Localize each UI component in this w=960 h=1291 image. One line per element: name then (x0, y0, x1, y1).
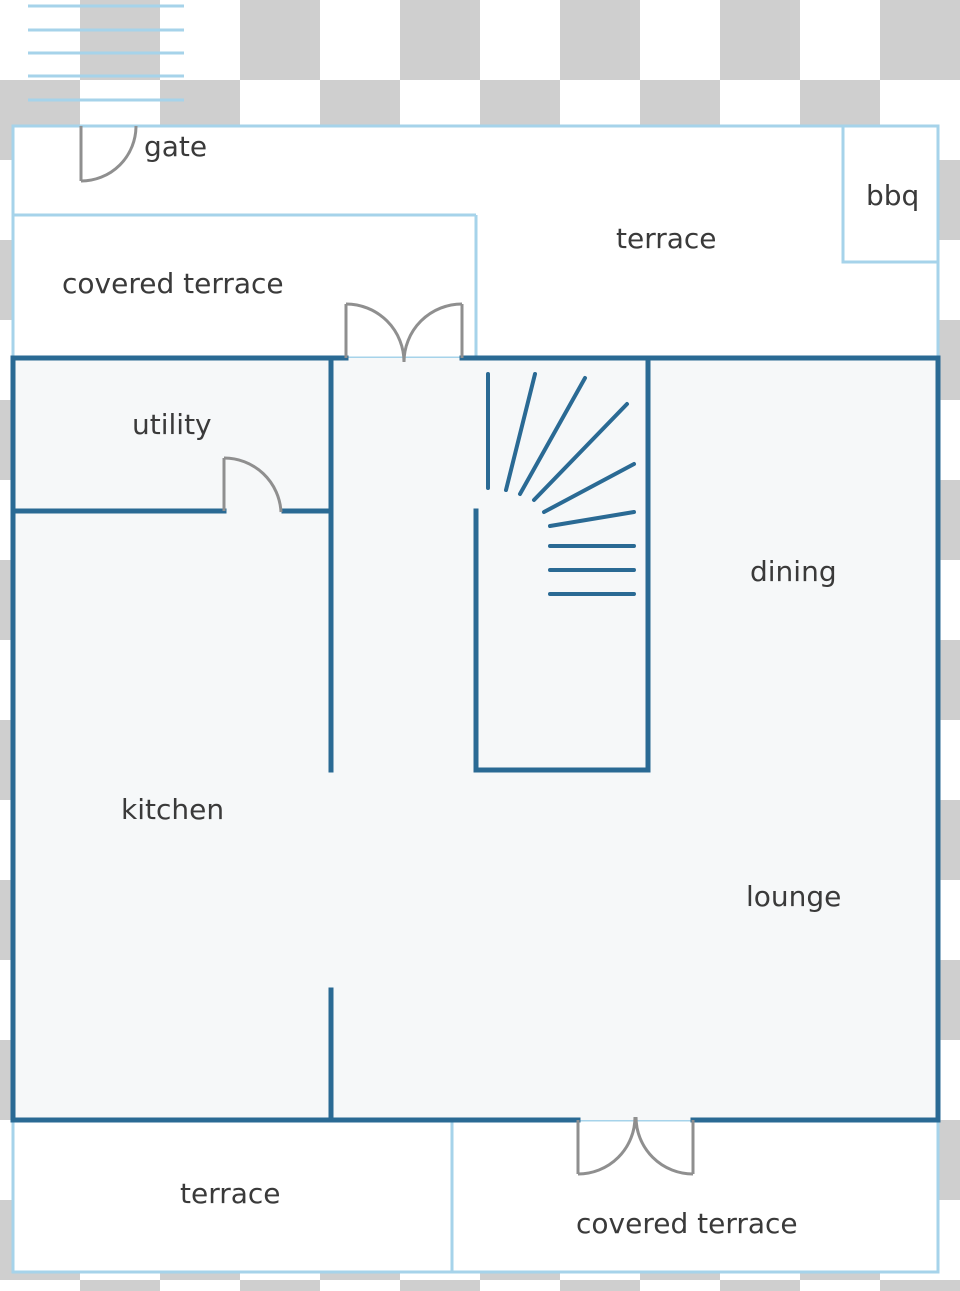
label-covered-terrace-bottom: covered terrace (576, 1207, 798, 1240)
double-door-bottom-icon (576, 1116, 695, 1176)
label-dining: dining (750, 555, 837, 588)
label-utility: utility (132, 408, 212, 441)
label-covered-terrace-top: covered terrace (62, 267, 284, 300)
gate-door-icon (79, 125, 138, 183)
bbq-area (841, 124, 940, 264)
entrance-steps (28, 4, 184, 102)
outdoor-area-bottom (11, 1118, 940, 1274)
label-kitchen: kitchen (121, 793, 224, 826)
staircase (486, 372, 636, 596)
double-door-top-icon (344, 302, 464, 363)
label-terrace-bottom: terrace (180, 1177, 281, 1210)
label-lounge: lounge (746, 880, 841, 913)
walls (10, 355, 941, 1123)
utility-door-icon (222, 456, 283, 513)
label-bbq: bbq (866, 179, 919, 212)
label-terrace-top: terrace (616, 222, 717, 255)
label-gate: gate (144, 130, 207, 163)
